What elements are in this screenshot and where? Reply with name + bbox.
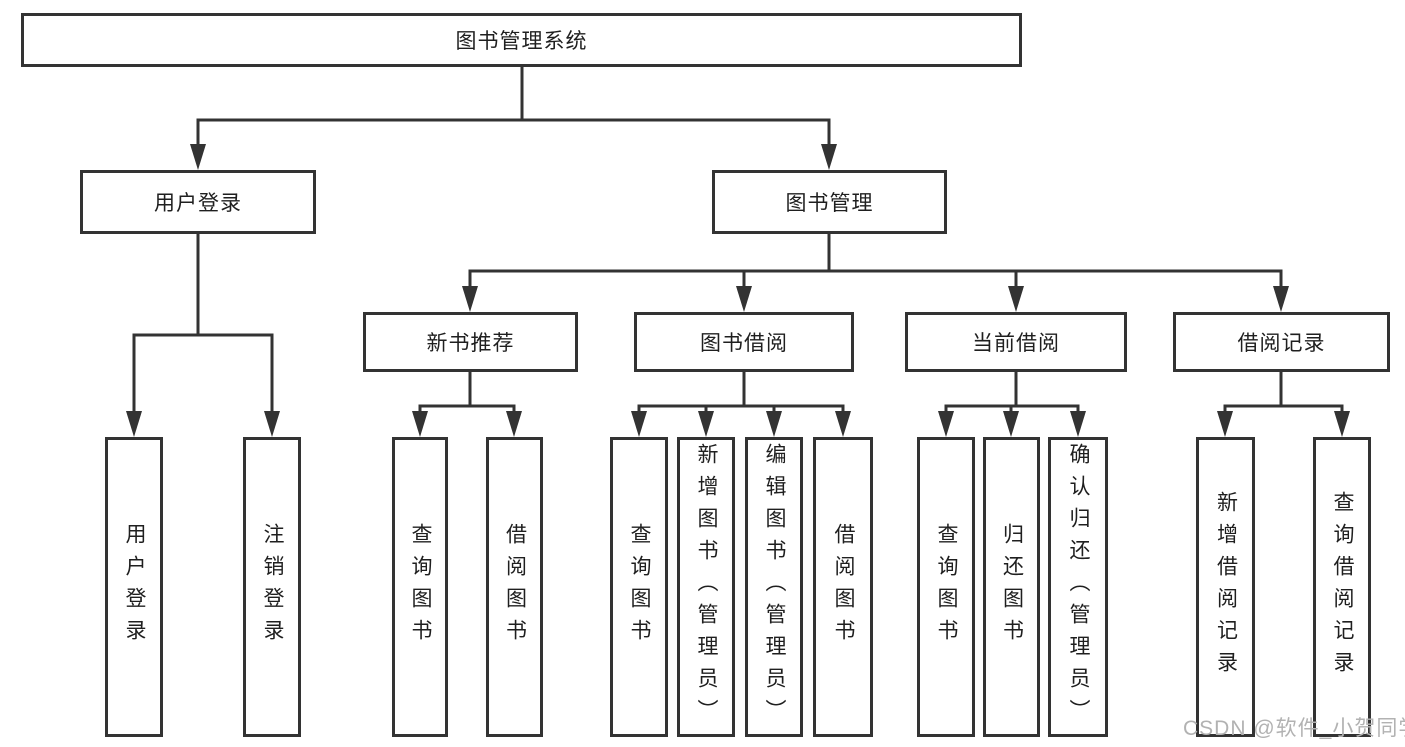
arrowhead-icon	[938, 411, 954, 437]
connector-current-borrow-to-leaves	[944, 372, 1080, 415]
node-label: 图书管理	[785, 192, 874, 215]
watermark: CSDN @软件_小贺同学	[1183, 717, 1405, 740]
connector-stems	[132, 67, 1344, 415]
node-book-borrowing: 图书借阅	[634, 312, 854, 372]
arrowhead-icon	[766, 411, 782, 437]
arrowhead-icon	[264, 411, 280, 437]
node-label: 注销登录	[261, 523, 285, 651]
arrowhead-icon	[821, 144, 837, 170]
arrowhead-icon	[506, 411, 522, 437]
leaf-confirm-return-admin: 确认归还（管理员）	[1048, 437, 1108, 737]
node-label: 确认归还（管理员）	[1067, 443, 1091, 731]
leaf-query-book-2: 查询图书	[610, 437, 668, 737]
arrowhead-icon	[1334, 411, 1350, 437]
arrowhead-icon	[631, 411, 647, 437]
connector-book-mgmt-to-level3	[468, 234, 1283, 290]
arrowhead-icon	[698, 411, 714, 437]
node-label: 查询图书	[935, 523, 959, 651]
node-label: 用户登录	[123, 523, 147, 651]
node-book-management: 图书管理	[712, 170, 947, 234]
leaf-add-book-admin: 新增图书（管理员）	[677, 437, 735, 737]
node-label: 编辑图书（管理员）	[763, 443, 787, 731]
node-label: 查询图书	[409, 523, 433, 651]
node-current-borrowing: 当前借阅	[905, 312, 1127, 372]
connector-root-to-level2	[196, 67, 831, 148]
arrowhead-icon	[1217, 411, 1233, 437]
leaf-borrow-book-1: 借阅图书	[486, 437, 543, 737]
connector-book-borrow-to-leaves	[637, 372, 845, 415]
arrowhead-icon	[736, 286, 752, 312]
node-label: 查询借阅记录	[1331, 491, 1355, 683]
leaf-query-book-1: 查询图书	[392, 437, 448, 737]
leaf-borrow-book-2: 借阅图书	[813, 437, 873, 737]
connector-new-book-rec-to-leaves	[418, 372, 516, 415]
node-label: 新书推荐	[426, 332, 515, 355]
leaf-edit-book-admin: 编辑图书（管理员）	[745, 437, 803, 737]
connector-borrow-record-to-leaves	[1223, 372, 1344, 415]
node-label: 新增借阅记录	[1214, 491, 1238, 683]
node-label: 借阅记录	[1237, 332, 1326, 355]
arrowhead-icon	[190, 144, 206, 170]
arrowhead-icon	[835, 411, 851, 437]
leaf-add-borrow-record: 新增借阅记录	[1196, 437, 1255, 737]
node-label: 新增图书（管理员）	[695, 443, 719, 731]
arrowhead-icon	[1003, 411, 1019, 437]
node-label: 借阅图书	[503, 523, 527, 651]
node-label: 当前借阅	[972, 332, 1060, 355]
node-library-system: 图书管理系统	[21, 13, 1022, 67]
node-label: 借阅图书	[832, 523, 856, 651]
arrowhead-icon	[1273, 286, 1289, 312]
arrowhead-icon	[126, 411, 142, 437]
node-label: 图书管理系统	[455, 30, 588, 53]
node-label: 归还图书	[1000, 523, 1024, 651]
node-label: 用户登录	[154, 192, 242, 215]
arrowheads	[126, 144, 1350, 437]
node-new-book-recommend: 新书推荐	[363, 312, 578, 372]
leaf-return-book: 归还图书	[983, 437, 1040, 737]
leaf-user-login: 用户登录	[105, 437, 163, 737]
arrowhead-icon	[462, 286, 478, 312]
node-label: 查询图书	[628, 523, 652, 651]
leaf-query-borrow-record: 查询借阅记录	[1313, 437, 1371, 737]
arrowhead-icon	[1070, 411, 1086, 437]
leaf-logout: 注销登录	[243, 437, 301, 737]
arrowhead-icon	[1008, 286, 1024, 312]
arrowhead-icon	[412, 411, 428, 437]
node-borrow-records: 借阅记录	[1173, 312, 1390, 372]
leaf-query-book-3: 查询图书	[917, 437, 975, 737]
connector-user-login-to-leaves	[132, 233, 274, 415]
node-label: 图书借阅	[700, 332, 788, 355]
node-user-login: 用户登录	[80, 170, 316, 234]
